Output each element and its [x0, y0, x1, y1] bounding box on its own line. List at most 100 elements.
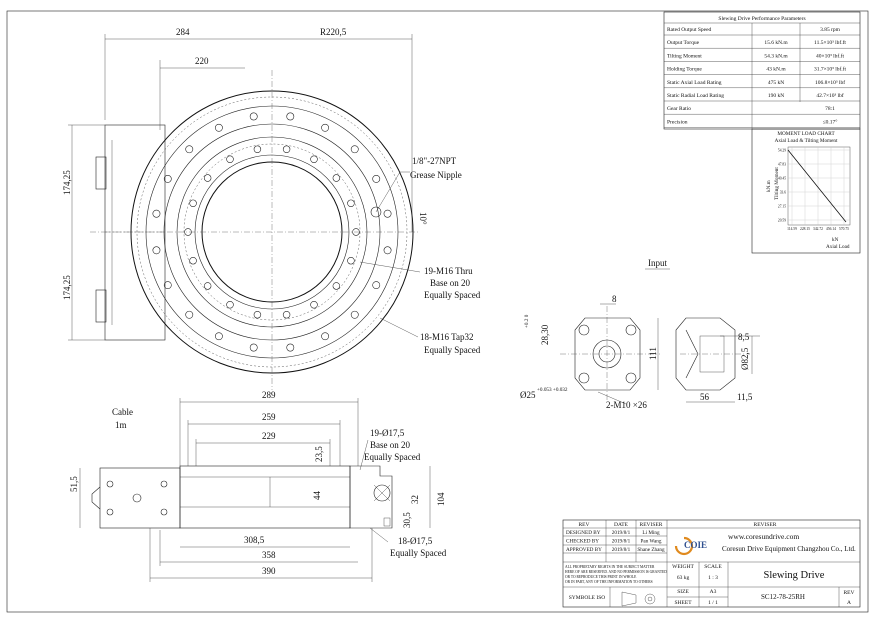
grease-nipple [370, 206, 382, 218]
dim-229: 229 [262, 431, 276, 441]
svg-text:COIE: COIE [684, 540, 707, 550]
inner-bolt-hole [226, 301, 234, 309]
outer-bolt-hole [321, 332, 330, 341]
tb-role: CHECKED BY [566, 539, 599, 545]
note-thru-line3: Equally Spaced [424, 290, 481, 300]
dim-358: 358 [262, 550, 276, 560]
product-name: Slewing Drive [764, 570, 825, 581]
inner-bolt-hole [310, 301, 318, 309]
perf-si-value: 15.6 kN.m [764, 40, 788, 46]
outer-bolt-holes [152, 112, 392, 352]
input-label: Input [648, 258, 667, 268]
inner-bolt-hole [332, 282, 341, 290]
dim-111: 111 [648, 347, 658, 360]
perf-imperial-value: 11.5×10³ lbf.ft [814, 39, 846, 46]
inner-bolt-hole [189, 257, 197, 265]
dim-28-30: 28,30 [540, 324, 550, 345]
note-19-holes-l3: Equally Spaced [364, 452, 421, 462]
perf-imperial-value: 106.8×10³ lbf [815, 79, 845, 86]
tb-rights-line: OR IN PART, ANY OF THE INFORMATION TO OT… [565, 580, 653, 585]
dim-390: 390 [262, 566, 276, 576]
company-name: Coresun Drive Equipment Changzhou Co., L… [722, 545, 856, 553]
perf-param: Gear Ratio [667, 106, 691, 112]
outer-bolt-hole [185, 310, 194, 319]
input-flange [574, 317, 641, 391]
outer-bolt-hole [286, 343, 295, 352]
outer-bolt-hole [372, 281, 381, 290]
symbol-iso: SYMBOLE ISO [569, 595, 606, 601]
inner-bolt-hole [332, 174, 341, 182]
tb-header-date: DATE [614, 522, 629, 528]
outer-bolt-hole [152, 209, 161, 218]
inner-bolt-hole [203, 174, 212, 182]
chart-y-tick: 54.29 [778, 149, 786, 153]
tb-role: APPROVED BY [566, 547, 602, 553]
chart-ylabel-2: Tilting Moment [774, 167, 780, 200]
inner-bolt-holes [184, 145, 360, 319]
perf-si-value: 190 kN [768, 93, 784, 99]
perf-si-value: 475 kN [768, 80, 784, 86]
dim-104: 104 [436, 492, 446, 506]
inner-bolt-hole [253, 145, 262, 153]
sheet-value: 1 / 1 [708, 600, 718, 606]
note-18-holes-l1: 18-Ø17,5 [398, 536, 433, 546]
outer-bolt-hole [249, 343, 258, 352]
tb-header-reviser: REVISER [640, 522, 663, 528]
dim-32: 32 [410, 495, 420, 504]
chart-x-tick: 570.75 [839, 227, 849, 231]
dim-25: Ø25 [520, 390, 536, 400]
chart-x-tick: 456.14 [826, 227, 836, 231]
rev-label: REV [844, 590, 855, 596]
dim-8-5: 8,5 [738, 332, 750, 342]
outer-bolt-hole [350, 310, 359, 319]
dim-44: 44 [312, 491, 322, 501]
tb-date: 2019/8/1 [612, 547, 631, 553]
inner-bolt-hole [203, 282, 212, 290]
inner-bolt-hole [189, 199, 197, 207]
chart-x-tick: 342.72 [813, 227, 823, 231]
dim-m10: 2-M10 ×26 [606, 400, 647, 410]
cable-length: 1m [115, 420, 127, 430]
front-view: 284 R220,5 220 174,25 174,25 10° 1/8"-27… [62, 27, 481, 390]
perf-si-value: 43 kN.m [766, 67, 786, 73]
chart-y-tick: 47.83 [778, 163, 786, 167]
perf-param: Output Torque [667, 40, 700, 46]
input-view: Input 8 28,30 +0.2 0 111 Ø25 +0.053 +0.0… [520, 258, 760, 410]
projection-symbol [621, 591, 656, 607]
tb-rights-line: HERE OF ARE RESERVED. AND NO PERMISSION … [565, 570, 667, 574]
note-thru-line2: Base on 20 [430, 278, 470, 288]
perf-title: Slewing Drive Performance Parameters [718, 15, 805, 22]
chart-x-tick: 114.59 [787, 227, 797, 231]
dim-82-5: Ø82,5 [740, 347, 750, 370]
inner-bolt-hole [184, 228, 192, 236]
dim-angle: 10° [418, 212, 428, 225]
perf-imperial-value: 78:1 [825, 106, 835, 112]
title-block: REV DATE REVISER REVISER DESIGNED BY 2019… [562, 519, 861, 608]
cable-label: Cable [112, 407, 133, 417]
scale-value: 1 : 3 [708, 575, 718, 581]
note-grease-line2: Grease Nipple [410, 170, 462, 180]
inner-bolt-hole [347, 257, 355, 265]
chart-y-tick: 40.45 [778, 177, 786, 181]
dim-284: 284 [176, 27, 190, 37]
perf-imperial-value: 40×10³ lbf.ft [816, 52, 844, 59]
tb-header-reviser-right: REVISER [754, 522, 777, 528]
perf-imperial-value: ≤0.17° [823, 118, 838, 125]
perf-imperial-value: 42.7×10³ lbf [816, 92, 844, 99]
perf-param: Holding Torque [667, 67, 702, 73]
company-logo: COIE [674, 536, 707, 556]
perf-param: Tilting Moment [667, 53, 702, 59]
dim-30-5: 30,5 [402, 512, 412, 528]
input-side-section [675, 317, 736, 391]
outer-bolt-hole [185, 145, 194, 154]
chart-x-tick: 228.15 [800, 227, 810, 231]
worm-housing [104, 124, 166, 341]
perf-param: Static Radial Load Rating [667, 93, 724, 99]
dim-56: 56 [700, 392, 710, 402]
tb-rights-line: OR TO REPRODUCE THIS PRINT IN WHOLE [565, 575, 637, 579]
tb-role: DESIGNED BY [566, 530, 601, 536]
outer-bolt-hole [321, 123, 330, 132]
chart-title-2: Axial Load & Tilting Moment [775, 138, 838, 144]
size-label: SIZE [677, 589, 689, 595]
